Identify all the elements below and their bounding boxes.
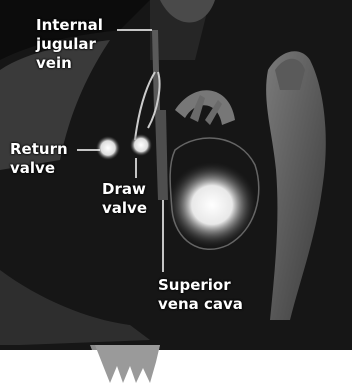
lower-margin — [0, 350, 352, 383]
draw-valve-port — [130, 134, 152, 156]
internal-jugular-vein-label: Internal jugular vein — [36, 16, 103, 73]
return-valve-port — [96, 136, 120, 160]
draw-valve-label: Draw valve — [102, 180, 147, 218]
return-valve-label: Return valve — [10, 140, 68, 178]
superior-vena-cava-label: Superior vena cava — [158, 276, 243, 314]
